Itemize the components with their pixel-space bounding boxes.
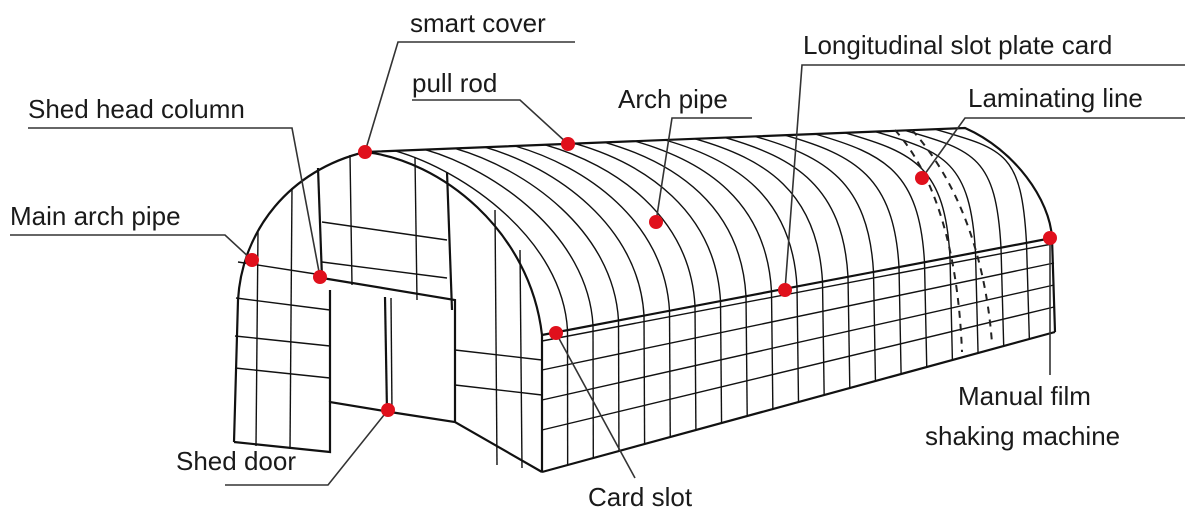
leader-pull-rod xyxy=(412,99,569,145)
label-shed-head-column: Shed head column xyxy=(28,94,245,124)
arch-pipe xyxy=(754,135,875,272)
marker-dots xyxy=(245,137,1057,417)
marker-longitudinal-slot xyxy=(778,283,792,297)
side-post xyxy=(1025,242,1031,340)
marker-laminating-line xyxy=(915,171,929,185)
side-post xyxy=(643,315,646,445)
label-pull-rod: pull rod xyxy=(412,68,497,98)
ridge-line xyxy=(364,126,1054,239)
side-posts-group xyxy=(566,242,1031,466)
side-post xyxy=(745,296,748,417)
marker-shed-head xyxy=(313,270,327,284)
leader-longitudinal xyxy=(784,64,1185,291)
leader-smart-cover xyxy=(364,41,575,153)
arch-pipe xyxy=(694,138,824,282)
leader-lines xyxy=(10,41,1185,486)
laminating-line-dashed-2 xyxy=(911,129,993,344)
side-post xyxy=(898,267,902,375)
side-post xyxy=(821,281,825,396)
side-post xyxy=(1000,247,1005,347)
arch-pipe xyxy=(784,134,900,268)
arch-pipe xyxy=(454,147,620,321)
arch-pipe xyxy=(844,132,951,258)
arch-pipe xyxy=(604,141,747,297)
side-post xyxy=(949,257,954,361)
marker-card-slot xyxy=(549,326,563,340)
side-post xyxy=(770,291,774,410)
leader-arch-pipe xyxy=(655,117,752,223)
leader-shed-door xyxy=(225,409,389,486)
arch-pipe xyxy=(634,140,773,292)
arch-pipes-group xyxy=(394,128,1028,331)
arch-pipe xyxy=(544,144,696,306)
arch-pipe xyxy=(814,133,926,263)
side-post xyxy=(847,276,851,389)
label-card-slot: Card slot xyxy=(588,482,693,512)
side-post xyxy=(872,271,877,382)
arch-pipe xyxy=(484,146,645,316)
marker-manual-film xyxy=(1043,231,1057,245)
side-post xyxy=(974,252,979,354)
leader-shed-head xyxy=(28,127,321,278)
side-post xyxy=(923,262,928,368)
side-post xyxy=(796,286,800,403)
leader-main-arch xyxy=(10,234,253,261)
label-manual-film-line1: Manual film xyxy=(958,381,1091,411)
label-manual-film-line2: shaking machine xyxy=(925,421,1120,451)
arch-pipe xyxy=(904,129,1002,248)
arch-pipe xyxy=(874,130,977,253)
label-shed-door: Shed door xyxy=(176,446,296,476)
arch-pipe xyxy=(424,148,594,326)
label-longitudinal-slot-plate-card: Longitudinal slot plate card xyxy=(803,30,1112,60)
leader-laminating xyxy=(921,117,1185,179)
marker-shed-door xyxy=(381,403,395,417)
marker-main-arch xyxy=(245,253,259,267)
marker-pull-rod xyxy=(561,137,575,151)
label-arch-pipe: Arch pipe xyxy=(618,84,728,114)
marker-arch-pipe xyxy=(649,215,663,229)
arch-pipe xyxy=(664,139,798,287)
label-main-arch-pipe: Main arch pipe xyxy=(10,201,181,231)
leader-card-slot xyxy=(555,332,636,479)
label-smart-cover: smart cover xyxy=(410,8,546,38)
arch-pipe xyxy=(724,136,849,277)
arch-pipe xyxy=(934,128,1028,243)
side-post xyxy=(719,301,723,424)
front-end-base xyxy=(233,400,543,473)
side-post xyxy=(694,305,697,431)
label-laminating-line: Laminating line xyxy=(968,83,1143,113)
text-labels: smart cover Longitudinal slot plate card… xyxy=(10,8,1143,512)
arch-pipe xyxy=(574,142,722,302)
shed-door-frame xyxy=(321,276,457,422)
laminating-line-dashed-1 xyxy=(894,129,963,353)
arch-pipe xyxy=(514,145,671,311)
greenhouse-structure xyxy=(232,126,1057,474)
side-post xyxy=(668,310,671,438)
marker-smart-cover xyxy=(358,145,372,159)
arch-pipe xyxy=(394,150,569,331)
